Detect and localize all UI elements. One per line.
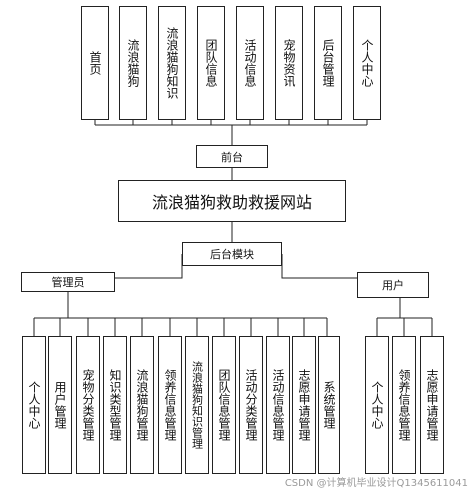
- watermark: CSDN @计算机毕业设计Q1345611041: [284, 478, 468, 489]
- admin-module-team-info-mgmt: 团队信息管理: [212, 336, 236, 474]
- top-module-stray-pets: 流浪猫狗: [119, 6, 147, 120]
- top-module-activity-info: 活动信息: [236, 6, 264, 120]
- root-node: 流浪猫狗救助救援网站: [118, 180, 346, 222]
- user-module-personal-center: 个人中心: [365, 336, 389, 474]
- backend-node: 后台模块: [182, 242, 282, 266]
- admin-module-system-mgmt: 系统管理: [318, 336, 340, 474]
- top-module-pet-news: 宠物资讯: [275, 6, 303, 120]
- top-module-personal-center: 个人中心: [353, 6, 381, 120]
- frontend-node: 前台: [196, 145, 268, 168]
- admin-module-stray-pet-knowledge-mgmt: 流浪猫狗知识管理: [185, 336, 209, 474]
- top-module-backend-admin: 后台管理: [314, 6, 342, 120]
- user-module-volunteer-application-mgmt: 志愿申请管理: [420, 336, 444, 474]
- top-module-home: 首页: [81, 6, 109, 120]
- top-module-team-info: 团队信息: [197, 6, 225, 120]
- admin-module-stray-pet-mgmt: 流浪猫狗管理: [130, 336, 154, 474]
- admin-module-volunteer-application-mgmt: 志愿申请管理: [292, 336, 316, 474]
- user-module-adoption-info-mgmt: 领养信息管理: [392, 336, 416, 474]
- admin-node: 管理员: [21, 272, 115, 292]
- user-node: 用户: [357, 272, 429, 298]
- admin-module-personal-center: 个人中心: [22, 336, 46, 474]
- admin-module-activity-category-mgmt: 活动分类管理: [239, 336, 263, 474]
- admin-module-pet-category-mgmt: 宠物分类管理: [76, 336, 100, 474]
- top-module-stray-pet-knowledge: 流浪猫狗知识: [158, 6, 186, 120]
- admin-module-adoption-info-mgmt: 领养信息管理: [158, 336, 182, 474]
- admin-module-user-mgmt: 用户管理: [48, 336, 72, 474]
- admin-module-knowledge-type-mgmt: 知识类型管理: [103, 336, 127, 474]
- admin-module-activity-info-mgmt: 活动信息管理: [266, 336, 290, 474]
